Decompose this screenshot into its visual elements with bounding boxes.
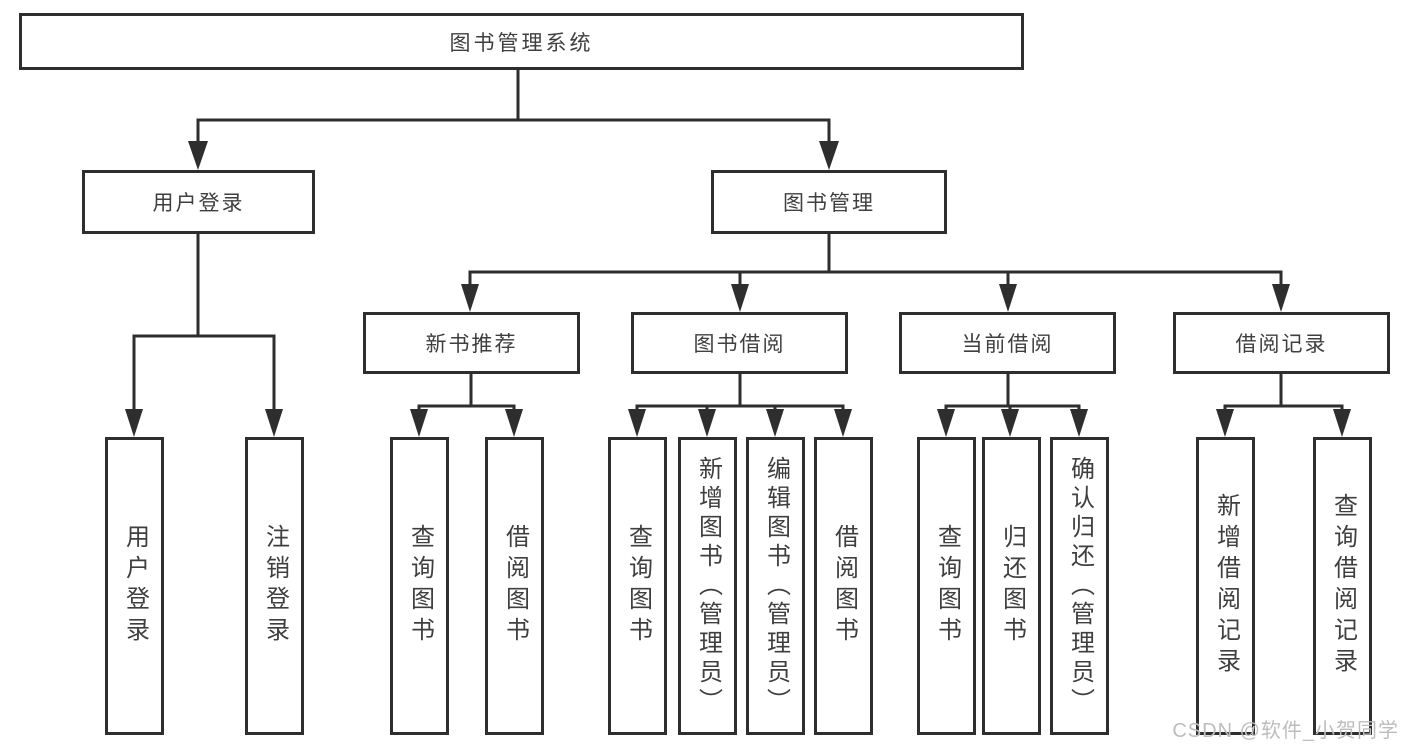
node-query-borrow-record: 查询借阅记录 — [1313, 437, 1372, 735]
node-borrow-books-borrowing: 借阅图书 — [814, 437, 873, 735]
node-book-borrowing: 图书借阅 — [631, 312, 848, 374]
node-borrowing-records: 借阅记录 — [1173, 312, 1390, 374]
node-add-books-admin: 新增图书（管理员） — [678, 437, 737, 735]
node-library-management-system: 图书管理系统 — [19, 13, 1024, 70]
node-user-login-branch: 用户登录 — [82, 170, 315, 234]
node-edit-books-admin: 编辑图书（管理员） — [746, 437, 805, 735]
node-book-management-branch: 图书管理 — [711, 170, 947, 234]
node-confirm-return-admin: 确认归还（管理员） — [1050, 437, 1109, 735]
node-current-borrowing: 当前借阅 — [899, 312, 1116, 374]
node-borrow-books-recommend: 借阅图书 — [485, 437, 544, 735]
node-query-books-borrowing: 查询图书 — [608, 437, 667, 735]
node-add-borrow-record: 新增借阅记录 — [1196, 437, 1255, 735]
node-query-books-recommend: 查询图书 — [390, 437, 449, 735]
node-return-books: 归还图书 — [982, 437, 1041, 735]
node-query-books-current: 查询图书 — [917, 437, 976, 735]
node-logout: 注销登录 — [245, 437, 304, 735]
node-new-book-recommend: 新书推荐 — [363, 312, 580, 374]
csdn-watermark: CSDN @软件_小贺同学 — [1172, 720, 1399, 742]
node-user-login: 用户登录 — [105, 437, 164, 735]
